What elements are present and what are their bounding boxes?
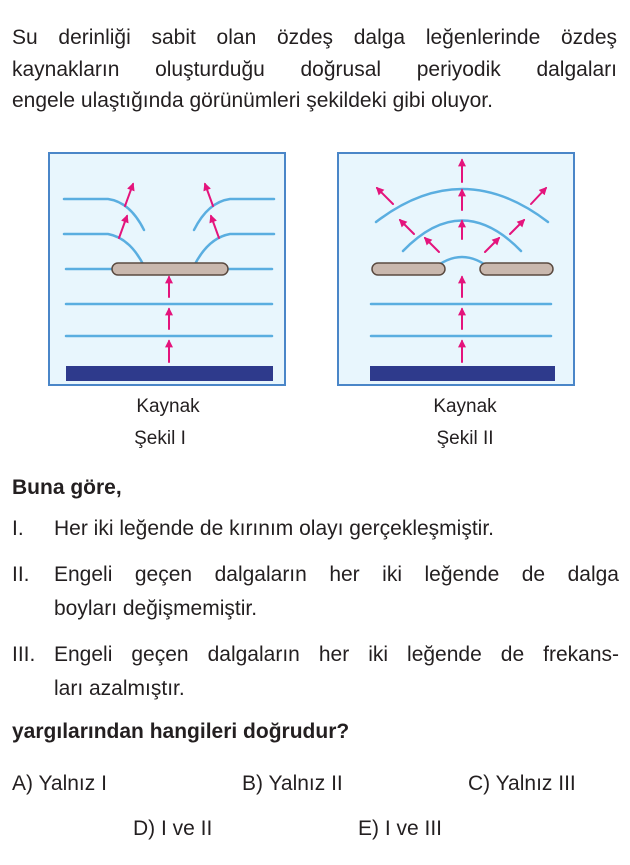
arrow-icons (118, 182, 220, 363)
figure-1-wave-tank (48, 152, 286, 386)
figure-2-wave-tank (337, 152, 575, 386)
statement-text: ları azalmıştır. (54, 677, 185, 700)
question-line: engele ulaştığında görünümleri şekildeki… (12, 89, 493, 112)
arrow-icons (375, 158, 548, 363)
barrier-left (371, 262, 446, 276)
question-line: Su derinliği sabit olan özdeş dalga leğe… (12, 26, 617, 49)
lead-text: Buna göre, (12, 476, 122, 499)
statement-text: Engeli geçen dalgaların her iki leğende … (54, 563, 619, 586)
option-c[interactable]: C) Yalnız III (468, 772, 576, 795)
figure-2-source-label: Kaynak (433, 396, 497, 417)
statement-text: boyları değişmemiştir. (54, 597, 258, 620)
wave-source-bar (66, 366, 273, 381)
statement-text: Her iki leğende de kırınım olayı gerçekl… (54, 517, 495, 540)
figure-2-caption: Şekil II (436, 428, 494, 449)
question-line: kaynakların oluşturduğu doğrusal periyod… (12, 57, 617, 81)
figure-1-source-label: Kaynak (136, 396, 200, 417)
question-prompt: yargılarından hangileri doğrudur? (12, 720, 350, 743)
option-d[interactable]: D) I ve II (133, 817, 213, 840)
statement-number: III. (12, 643, 36, 666)
figure-1-caption: Şekil I (134, 428, 186, 449)
wave-source-bar (370, 366, 555, 381)
barrier-right (479, 262, 554, 276)
question-text: Su derinliği sabit olan özdeş dalga leğe… (12, 22, 617, 117)
statement-text: Engeli geçen dalgaların her iki leğende … (54, 643, 619, 666)
option-e[interactable]: E) I ve III (358, 817, 443, 840)
statement-2: II. Engeli geçen dalgaların her iki leğe… (12, 558, 622, 628)
statement-number: II. (12, 563, 30, 586)
statement-3: III. Engeli geçen dalgaların her iki leğ… (12, 638, 622, 708)
option-b[interactable]: B) Yalnız II (242, 772, 343, 795)
statement-number: I. (12, 517, 24, 540)
barrier (111, 262, 229, 276)
option-a[interactable]: A) Yalnız I (12, 772, 107, 795)
statement-1: I. Her iki leğende de kırınım olayı gerç… (12, 512, 622, 546)
